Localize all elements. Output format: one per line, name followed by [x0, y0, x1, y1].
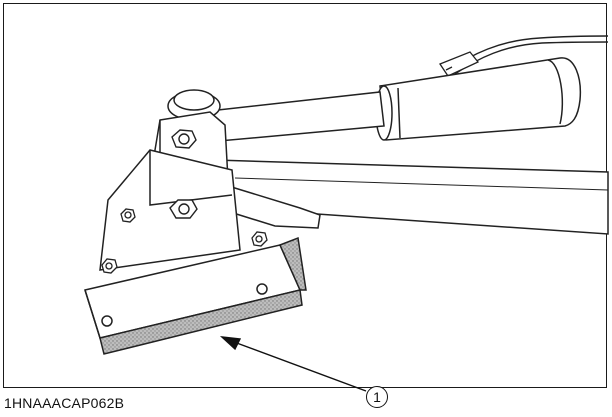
upper-nut — [171, 129, 197, 149]
figure-code-label: 1HNAAACAP062B — [4, 395, 125, 411]
center-nut — [169, 199, 198, 219]
mounting-plate — [99, 149, 241, 271]
upper-link-rod — [199, 91, 385, 143]
small-bolts — [101, 208, 268, 274]
connector — [439, 51, 480, 77]
wiper-motor — [375, 57, 582, 141]
callout-number-1: 1 — [366, 386, 388, 408]
pivot-bushing — [167, 89, 221, 121]
rubber-pad — [99, 236, 307, 355]
callout-leader — [219, 336, 367, 392]
